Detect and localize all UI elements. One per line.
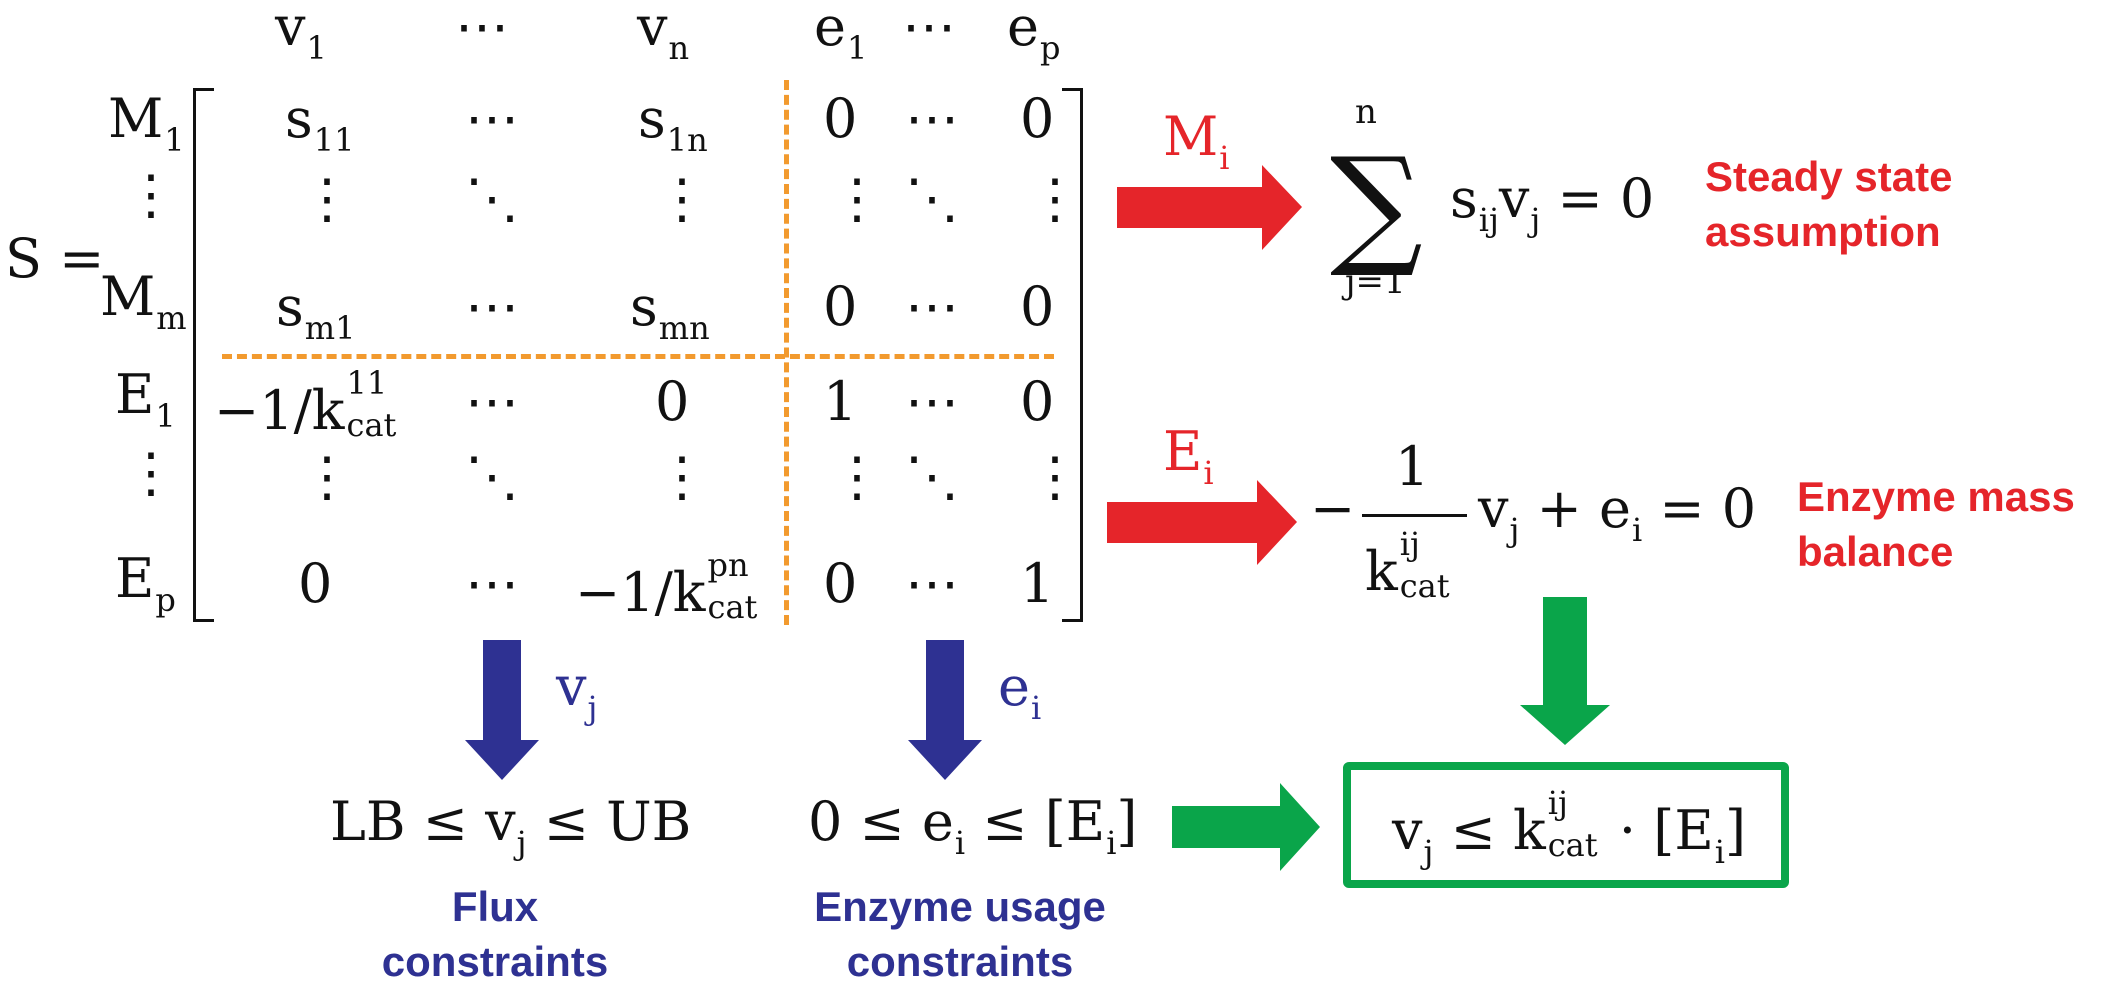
usage-arrow-label: ei	[998, 655, 1042, 728]
matrix-cell-one: 1	[1020, 552, 1055, 615]
matrix-cell-zero: 0	[1020, 370, 1055, 433]
matrix-cell-ddots: ⋱	[465, 167, 519, 230]
matrix-cell-zero: 0	[823, 552, 858, 615]
usage-down-arrow	[908, 640, 982, 780]
enzyme-balance-note: Enzyme mass balance	[1797, 473, 2075, 575]
sum-lower-limit: j=1	[1345, 262, 1406, 302]
column-header-ep: ep	[1007, 0, 1061, 68]
matrix-left-bracket	[193, 88, 214, 622]
matrix-cell-zero: 0	[655, 370, 690, 433]
matrix-cell-vdots: ⋮	[300, 445, 354, 508]
matrix-cell-zero: 0	[1020, 87, 1055, 150]
matrix-cell-ddots: ⋱	[905, 167, 959, 230]
matrix-cell-ddots: ⋱	[465, 445, 519, 508]
sum-upper-limit: n	[1355, 92, 1377, 132]
flux-down-arrow	[465, 640, 539, 780]
steady-state-equation: sijvj = 0	[1450, 167, 1655, 240]
matrix-cell-dots: ⋯	[905, 370, 961, 433]
column-header-dots-e: ⋯	[902, 0, 958, 58]
column-header-v1: v1	[275, 0, 327, 68]
matrix-cell-ddots: ⋱	[905, 445, 959, 508]
row-label-vdots-e: ⋮	[124, 441, 178, 504]
matrix-lhs: S =	[5, 227, 105, 290]
enzyme-bounds-equation: 0 ≤ ei ≤ [Ei]	[808, 790, 1138, 863]
matrix-cell-dots: ⋯	[465, 275, 521, 338]
column-header-dots-v: ⋯	[455, 0, 511, 58]
combined-constraint-box	[1343, 762, 1789, 888]
column-header-vn: vn	[637, 0, 690, 68]
matrix-cell-s1n: s1n	[638, 87, 708, 160]
flux-note: Flux constraints	[381, 883, 609, 985]
enzyme-arrow	[1107, 480, 1297, 565]
flux-arrow-label: vj	[556, 655, 598, 728]
row-label-vdots-m: ⋮	[124, 163, 178, 226]
row-label-mm: Mm	[100, 265, 187, 338]
matrix-cell-vdots: ⋮	[1028, 167, 1082, 230]
steady-state-note: Steady state assumption	[1705, 153, 1953, 255]
matrix-cell-zero: 0	[1020, 275, 1055, 338]
matrix-cell-zero: 0	[823, 87, 858, 150]
matrix-cell-smn: smn	[630, 275, 710, 348]
summation-symbol: ∑	[1330, 129, 1423, 281]
matrix-cell-vdots: ⋮	[830, 445, 884, 508]
matrix-cell-s11: s11	[285, 87, 355, 160]
matrix-cell-dots: ⋯	[905, 552, 961, 615]
metabolite-arrow-label: Mi	[1163, 105, 1230, 178]
column-header-e1: e1	[814, 0, 868, 68]
fraction-numerator: 1	[1395, 435, 1430, 498]
matrix-cell-vdots: ⋮	[655, 167, 709, 230]
matrix-cell-sm1: sm1	[276, 275, 356, 348]
matrix-cell-one: 1	[823, 370, 858, 433]
metabolite-arrow	[1117, 165, 1302, 250]
matrix-cell-vdots: ⋮	[655, 445, 709, 508]
partition-horizontal-dashed-line	[222, 354, 1054, 359]
matrix-cell-vdots: ⋮	[830, 167, 884, 230]
enzyme-balance-minus: −	[1310, 477, 1356, 540]
matrix-cell-zero: 0	[823, 275, 858, 338]
matrix-cell-dots: ⋯	[465, 370, 521, 433]
enzyme-arrow-label: Ei	[1163, 420, 1214, 493]
matrix-cell-vdots: ⋮	[1028, 445, 1082, 508]
matrix-cell-dots: ⋯	[905, 87, 961, 150]
row-label-m1: M1	[108, 87, 185, 160]
matrix-cell-dots: ⋯	[905, 275, 961, 338]
row-label-e1: E1	[115, 363, 176, 436]
partition-vertical-dashed-line	[784, 80, 789, 625]
flux-bounds-equation: LB ≤ vj ≤ UB	[330, 790, 692, 863]
matrix-cell-dots: ⋯	[465, 87, 521, 150]
matrix-cell-vdots: ⋮	[300, 167, 354, 230]
combined-right-arrow	[1172, 783, 1320, 871]
matrix-cell-zero: 0	[298, 552, 333, 615]
usage-note: Enzyme usage constraints	[814, 883, 1106, 985]
row-label-ep: Ep	[115, 547, 176, 620]
enzyme-balance-equation: vj + ei = 0	[1478, 477, 1757, 550]
matrix-right-bracket	[1062, 88, 1083, 622]
matrix-cell-dots: ⋯	[465, 552, 521, 615]
combined-down-arrow	[1520, 597, 1610, 745]
